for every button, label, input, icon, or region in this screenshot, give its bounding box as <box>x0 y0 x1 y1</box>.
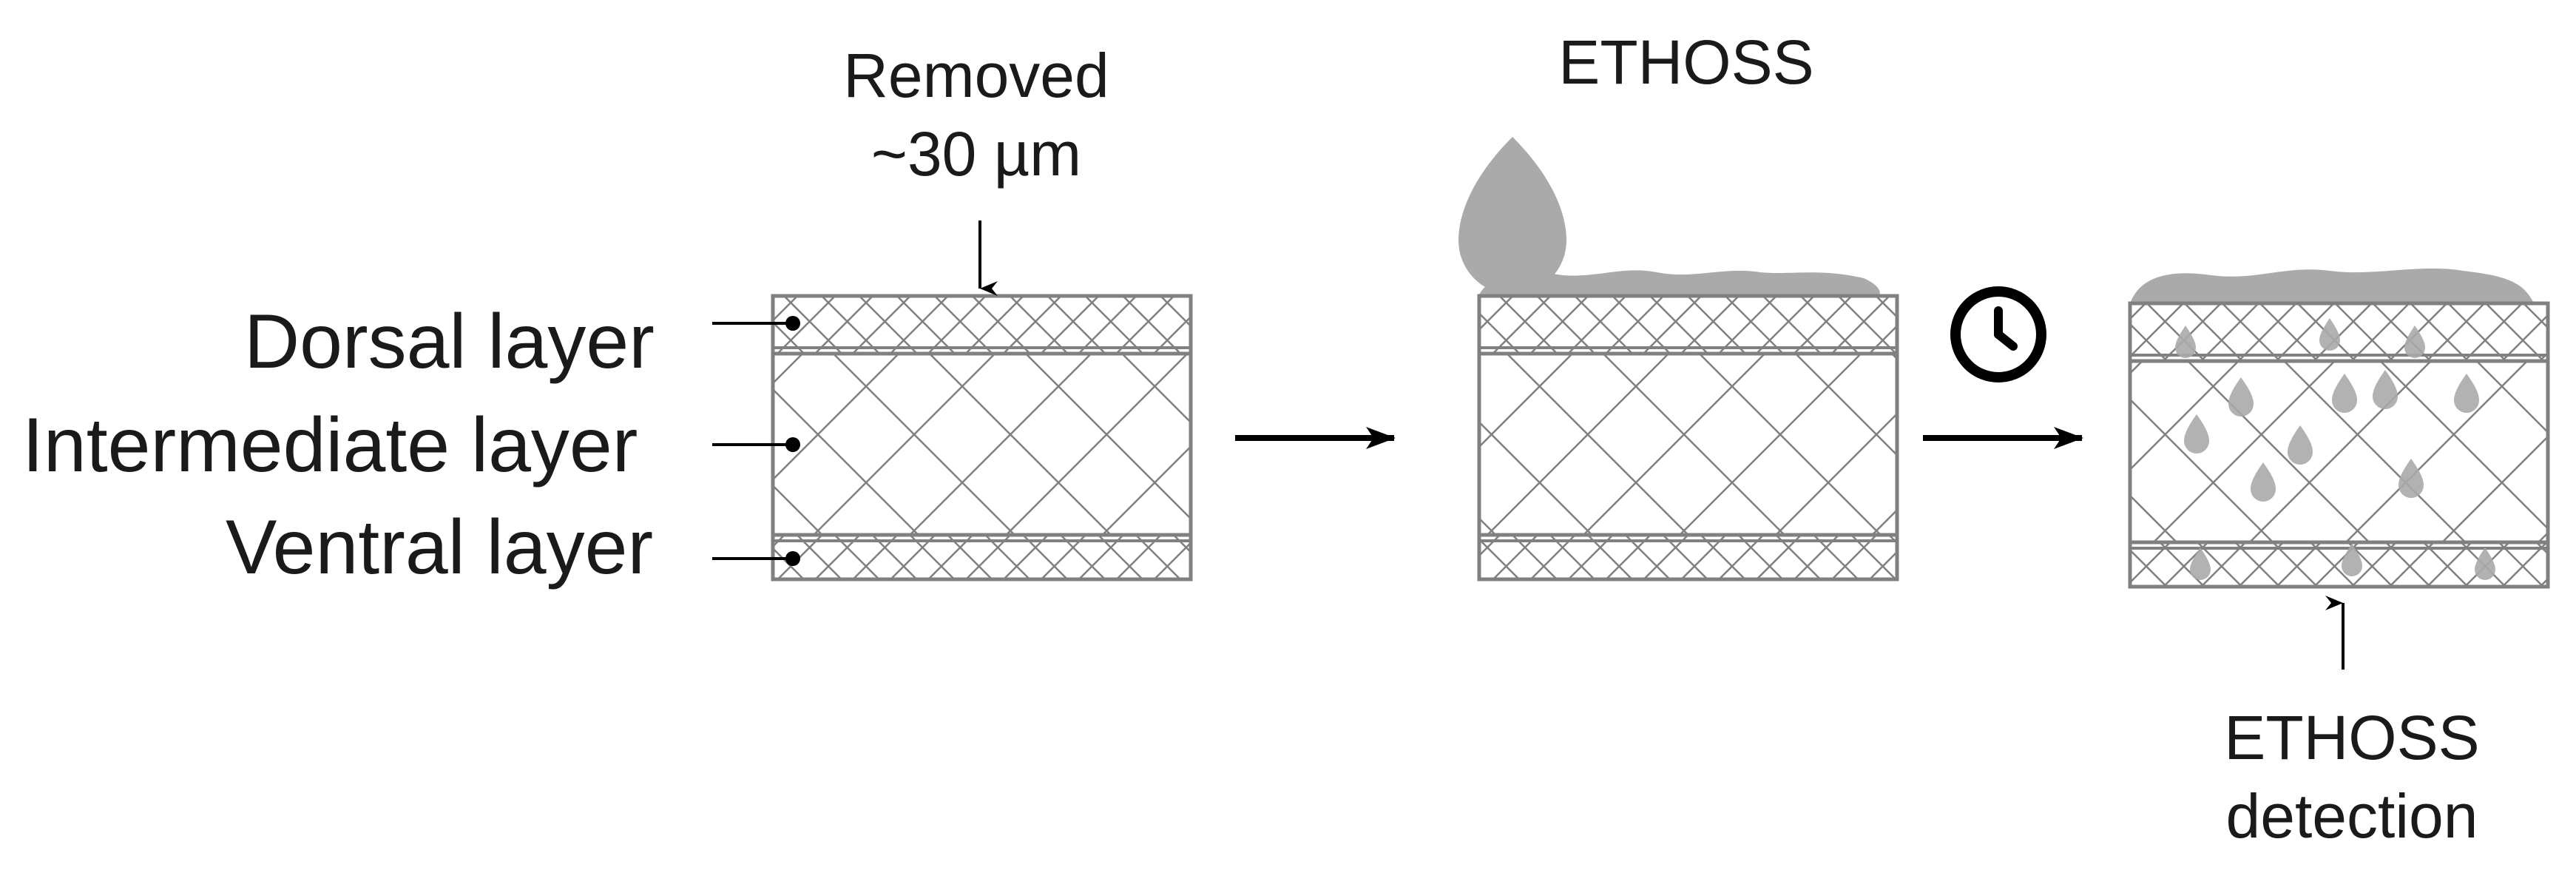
detection-line2: detection <box>2225 781 2478 851</box>
ventral-layer-label: Ventral layer <box>226 505 654 590</box>
removed-line2: ~30 µm <box>871 119 1082 189</box>
dorsal-leader-dot <box>785 316 800 331</box>
ethoss-applied-label: ETHOSS <box>1558 27 1814 97</box>
sample-penetration <box>2128 268 2550 589</box>
sample-ethoss-applied <box>1458 137 1899 582</box>
penetrated-droplets <box>2175 318 2495 580</box>
clock-icon <box>1950 286 2046 382</box>
removed-line1: Removed <box>843 41 1109 110</box>
intermediate-layer-label: Intermediate layer <box>22 402 638 488</box>
removed-label: Removed ~30 µm <box>821 44 1132 185</box>
ethoss-drop-icon <box>1458 137 1566 294</box>
ventral-leader-dot <box>785 551 800 566</box>
ethoss-film <box>1479 270 1880 296</box>
dorsal-layer-label: Dorsal layer <box>244 299 655 385</box>
layer-leader-lines <box>712 316 800 566</box>
detection-label: ETHOSS detection <box>2189 707 2515 847</box>
detection-line1: ETHOSS <box>2224 703 2480 772</box>
ethoss-film-3 <box>2130 268 2533 303</box>
sample-prepared <box>771 294 1193 582</box>
intermediate-leader-dot <box>785 437 800 452</box>
dorsal-layer-band <box>771 294 1193 356</box>
intermediate-layer-band <box>771 351 1193 537</box>
